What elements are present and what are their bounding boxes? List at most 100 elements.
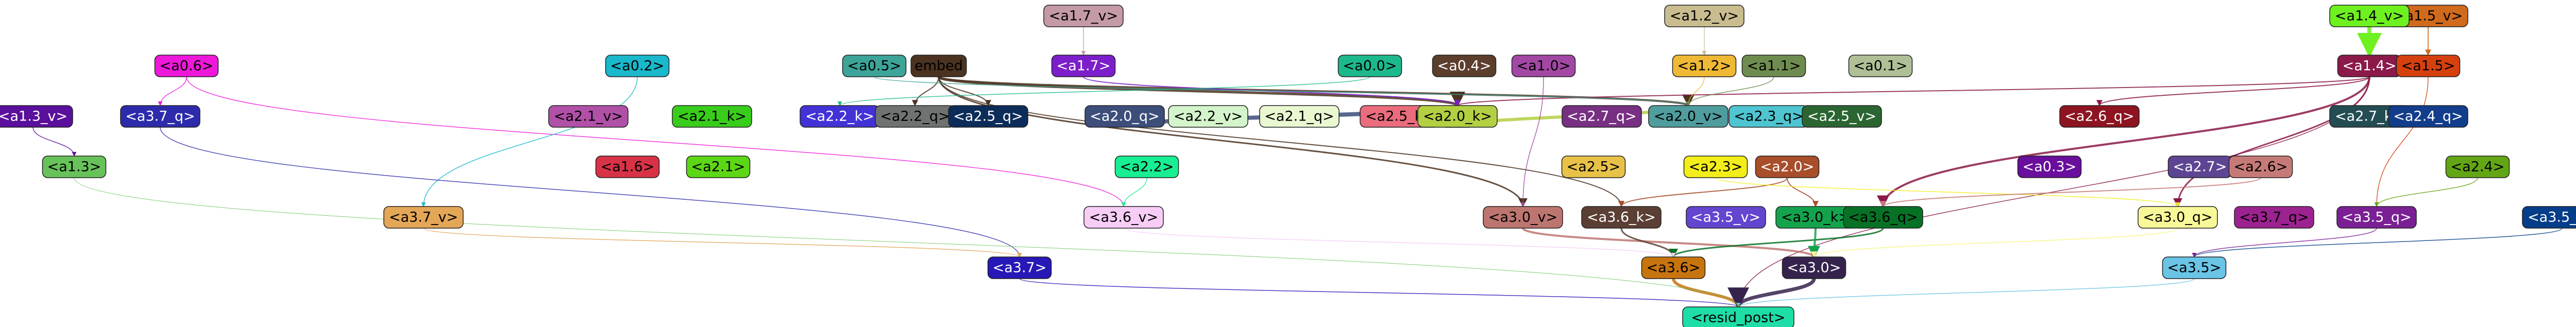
node-a2.0[interactable]: <a2.0> xyxy=(1755,156,1820,178)
node-a3.6_q[interactable]: <a3.6_q> xyxy=(1843,206,1923,229)
edge-a3.0_v-to-a3.0 xyxy=(1522,227,1820,259)
node-a3.5_q[interactable]: <a3.5_q> xyxy=(2336,206,2417,229)
node-a3.5_k[interactable]: <a3.5_k> xyxy=(2522,206,2576,229)
node-a1.3[interactable]: <a1.3> xyxy=(42,156,107,178)
edge-a3.0_q-to-a3.0 xyxy=(1811,228,2178,258)
node-a1.4[interactable]: <a1.4> xyxy=(2337,55,2402,77)
edge-a1.4-to-a2.6_q xyxy=(2096,76,2370,107)
node-a2.7_q[interactable]: <a2.7_q> xyxy=(1562,105,1642,128)
node-a3.0[interactable]: <a3.0> xyxy=(1782,256,1846,279)
node-a2.5[interactable]: <a2.5> xyxy=(1561,156,1626,178)
node-a3.7_q[interactable]: <a3.7_q> xyxy=(120,105,200,128)
node-box xyxy=(605,55,670,77)
node-label: <a0.4> xyxy=(1437,58,1492,74)
node-a3.7_q2[interactable]: <a3.7_q> xyxy=(2234,206,2314,229)
node-label: <a0.3> xyxy=(2023,159,2077,175)
node-label: <a2.4> xyxy=(2451,159,2505,175)
node-a3.6_k[interactable]: <a3.6_k> xyxy=(1581,206,1662,229)
node-box xyxy=(2396,55,2461,77)
node-a0.6[interactable]: <a0.6> xyxy=(154,55,219,77)
node-a2.1[interactable]: <a2.1> xyxy=(686,156,751,178)
node-a0.1[interactable]: <a0.1> xyxy=(1848,55,1913,77)
node-a0.4[interactable]: <a0.4> xyxy=(1432,55,1497,77)
node-box xyxy=(1168,105,1248,128)
node-a3.6[interactable]: <a3.6> xyxy=(1641,256,1706,279)
node-a2.3_q[interactable]: <a2.3_q> xyxy=(1728,105,1809,128)
node-a3.5[interactable]: <a3.5> xyxy=(2162,256,2227,279)
node-label: <a2.3> xyxy=(1689,159,1743,175)
node-a1.6[interactable]: <a1.6> xyxy=(595,156,660,178)
node-a2.6_q[interactable]: <a2.6_q> xyxy=(2059,105,2140,128)
node-box xyxy=(2234,206,2314,229)
node-label: <a3.0> xyxy=(1787,260,1841,276)
node-label: <resid_post> xyxy=(1691,310,1786,326)
node-label: <a1.1> xyxy=(1747,58,1801,74)
node-label: <a3.5_k> xyxy=(2528,210,2576,226)
node-a2.2_k[interactable]: <a2.2_k> xyxy=(800,105,880,128)
node-a2.2[interactable]: <a2.2> xyxy=(1114,156,1179,178)
node-a3.6_v[interactable]: <a3.6_v> xyxy=(1083,206,1164,229)
node-a2.1_k[interactable]: <a2.1_k> xyxy=(672,105,752,128)
node-a3.0_q[interactable]: <a3.0_q> xyxy=(2138,206,2218,229)
node-a3.7[interactable]: <a3.7> xyxy=(987,256,1052,279)
node-a2.7[interactable]: <a2.7> xyxy=(2167,156,2232,178)
node-box xyxy=(383,206,464,229)
node-box xyxy=(595,156,660,178)
node-a2.0_v[interactable]: <a2.0_v> xyxy=(1648,105,1728,128)
edge-a0.6-to-a3.6_v xyxy=(186,76,1126,207)
node-label: <a3.7_q> xyxy=(125,109,195,125)
node-a1.0[interactable]: <a1.0> xyxy=(1511,55,1576,77)
node-label: <a3.6_q> xyxy=(1848,210,1918,226)
node-label: <a3.0_q> xyxy=(2143,210,2212,226)
node-a2.2_v[interactable]: <a2.2_v> xyxy=(1168,105,1248,128)
node-box xyxy=(0,105,73,128)
node-a0.2[interactable]: <a0.2> xyxy=(605,55,670,77)
node-a2.1_q[interactable]: <a2.1_q> xyxy=(1259,105,1340,128)
node-resid_post[interactable]: <resid_post> xyxy=(1682,306,1794,327)
node-a3.0_k[interactable]: <a3.0_k> xyxy=(1775,206,1856,229)
node-label: <a2.1_v> xyxy=(554,109,623,125)
node-embed[interactable]: embed xyxy=(910,55,967,77)
node-a0.5[interactable]: <a0.5> xyxy=(842,55,907,77)
node-a1.7[interactable]: <a1.7> xyxy=(1051,55,1116,77)
node-a0.3[interactable]: <a0.3> xyxy=(2017,156,2082,178)
edge-a3.6_v-to-a3.6 xyxy=(1123,228,1676,257)
node-a3.7_v[interactable]: <a3.7_v> xyxy=(383,206,464,229)
edge-a3.5_k-to-a3.5 xyxy=(2192,228,2563,257)
node-a2.4_q[interactable]: <a2.4_q> xyxy=(2388,105,2468,128)
node-label: <a3.6_k> xyxy=(1587,210,1656,226)
node-a2.4[interactable]: <a2.4> xyxy=(2445,156,2510,178)
node-a0.0[interactable]: <a0.0> xyxy=(1337,55,1402,77)
node-label: <a0.6> xyxy=(160,58,214,74)
node-box xyxy=(548,105,629,128)
edge-embed-to-a2.2_q xyxy=(912,76,939,107)
node-box xyxy=(2162,256,2227,279)
node-a2.6[interactable]: <a2.6> xyxy=(2228,156,2293,178)
node-a2.0_k[interactable]: <a2.0_k> xyxy=(1417,105,1498,128)
node-a3.5_v[interactable]: <a3.5_v> xyxy=(1686,206,1766,229)
node-a2.1_v[interactable]: <a2.1_v> xyxy=(548,105,629,128)
node-box xyxy=(1043,5,1124,27)
node-label: <a2.1> xyxy=(691,159,745,175)
node-label: <a2.5> xyxy=(1567,159,1621,175)
edge-a1.3_v-to-a1.3 xyxy=(32,127,77,157)
node-label: <a3.0_v> xyxy=(1488,210,1557,226)
node-a1.5[interactable]: <a1.5> xyxy=(2396,55,2461,77)
node-a2.0_q[interactable]: <a2.0_q> xyxy=(1084,105,1165,128)
node-a1.4_v[interactable]: <a1.4_v> xyxy=(2329,5,2410,27)
node-a1.7_v[interactable]: <a1.7_v> xyxy=(1043,5,1124,27)
node-label: <a2.5_v> xyxy=(1807,109,1876,125)
node-label: <a3.5_q> xyxy=(2342,210,2411,226)
node-a1.1[interactable]: <a1.1> xyxy=(1741,55,1806,77)
node-a2.5_v[interactable]: <a2.5_v> xyxy=(1802,105,1882,128)
edge-a2.0-to-a3.6_k xyxy=(1618,177,1788,208)
node-a2.5_q[interactable]: <a2.5_q> xyxy=(948,105,1028,128)
node-a1.2[interactable]: <a1.2> xyxy=(1672,55,1737,77)
node-a1.3_v[interactable]: <a1.3_v> xyxy=(0,105,73,128)
node-box xyxy=(2336,206,2417,229)
edge-embed-to-a3.0_v xyxy=(938,76,1528,208)
node-a1.2_v[interactable]: <a1.2_v> xyxy=(1664,5,1744,27)
node-a2.2_q[interactable]: <a2.2_q> xyxy=(875,105,955,128)
node-a2.3[interactable]: <a2.3> xyxy=(1683,156,1748,178)
node-a3.0_v[interactable]: <a3.0_v> xyxy=(1483,206,1563,229)
